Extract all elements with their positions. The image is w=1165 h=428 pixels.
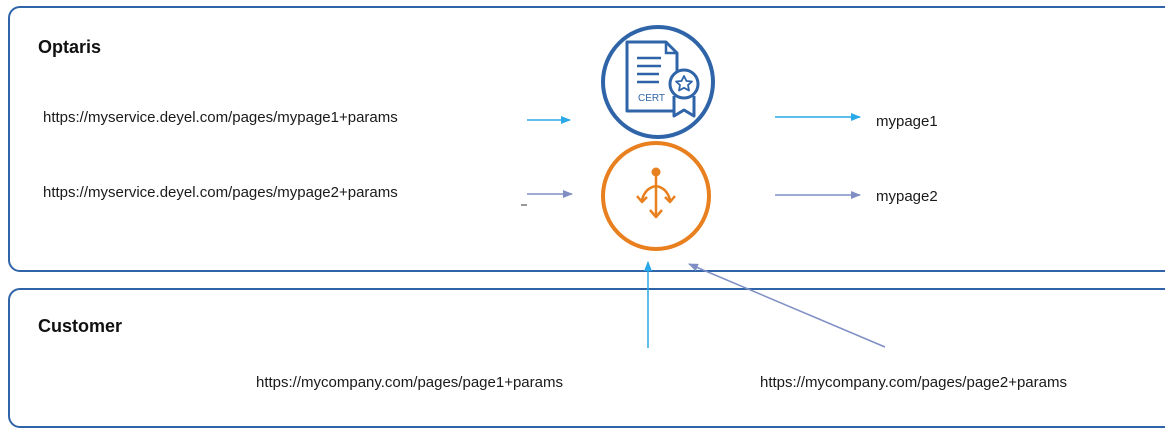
service-url-mypage2: https://myservice.deyel.com/pages/mypage… bbox=[43, 184, 398, 201]
certificate-icon-text: CERT bbox=[638, 93, 665, 104]
diagram-graphics: CERT bbox=[521, 25, 886, 348]
arrow-customer-url2-up bbox=[688, 263, 886, 348]
customer-title: Customer bbox=[38, 316, 123, 336]
split-route-icon bbox=[601, 141, 711, 251]
certificate-icon: CERT bbox=[601, 25, 715, 139]
customer-url-page1: https://mycompany.com/pages/page1+params bbox=[256, 374, 563, 391]
page-label-mypage1: mypage1 bbox=[876, 113, 938, 130]
optaris-title: Optaris bbox=[38, 37, 102, 57]
optaris-panel bbox=[8, 6, 1165, 272]
customer-url-page2: https://mycompany.com/pages/page2+params bbox=[760, 374, 1067, 391]
page-label-mypage2: mypage2 bbox=[876, 188, 938, 205]
service-url-mypage1: https://myservice.deyel.com/pages/mypage… bbox=[43, 109, 398, 126]
